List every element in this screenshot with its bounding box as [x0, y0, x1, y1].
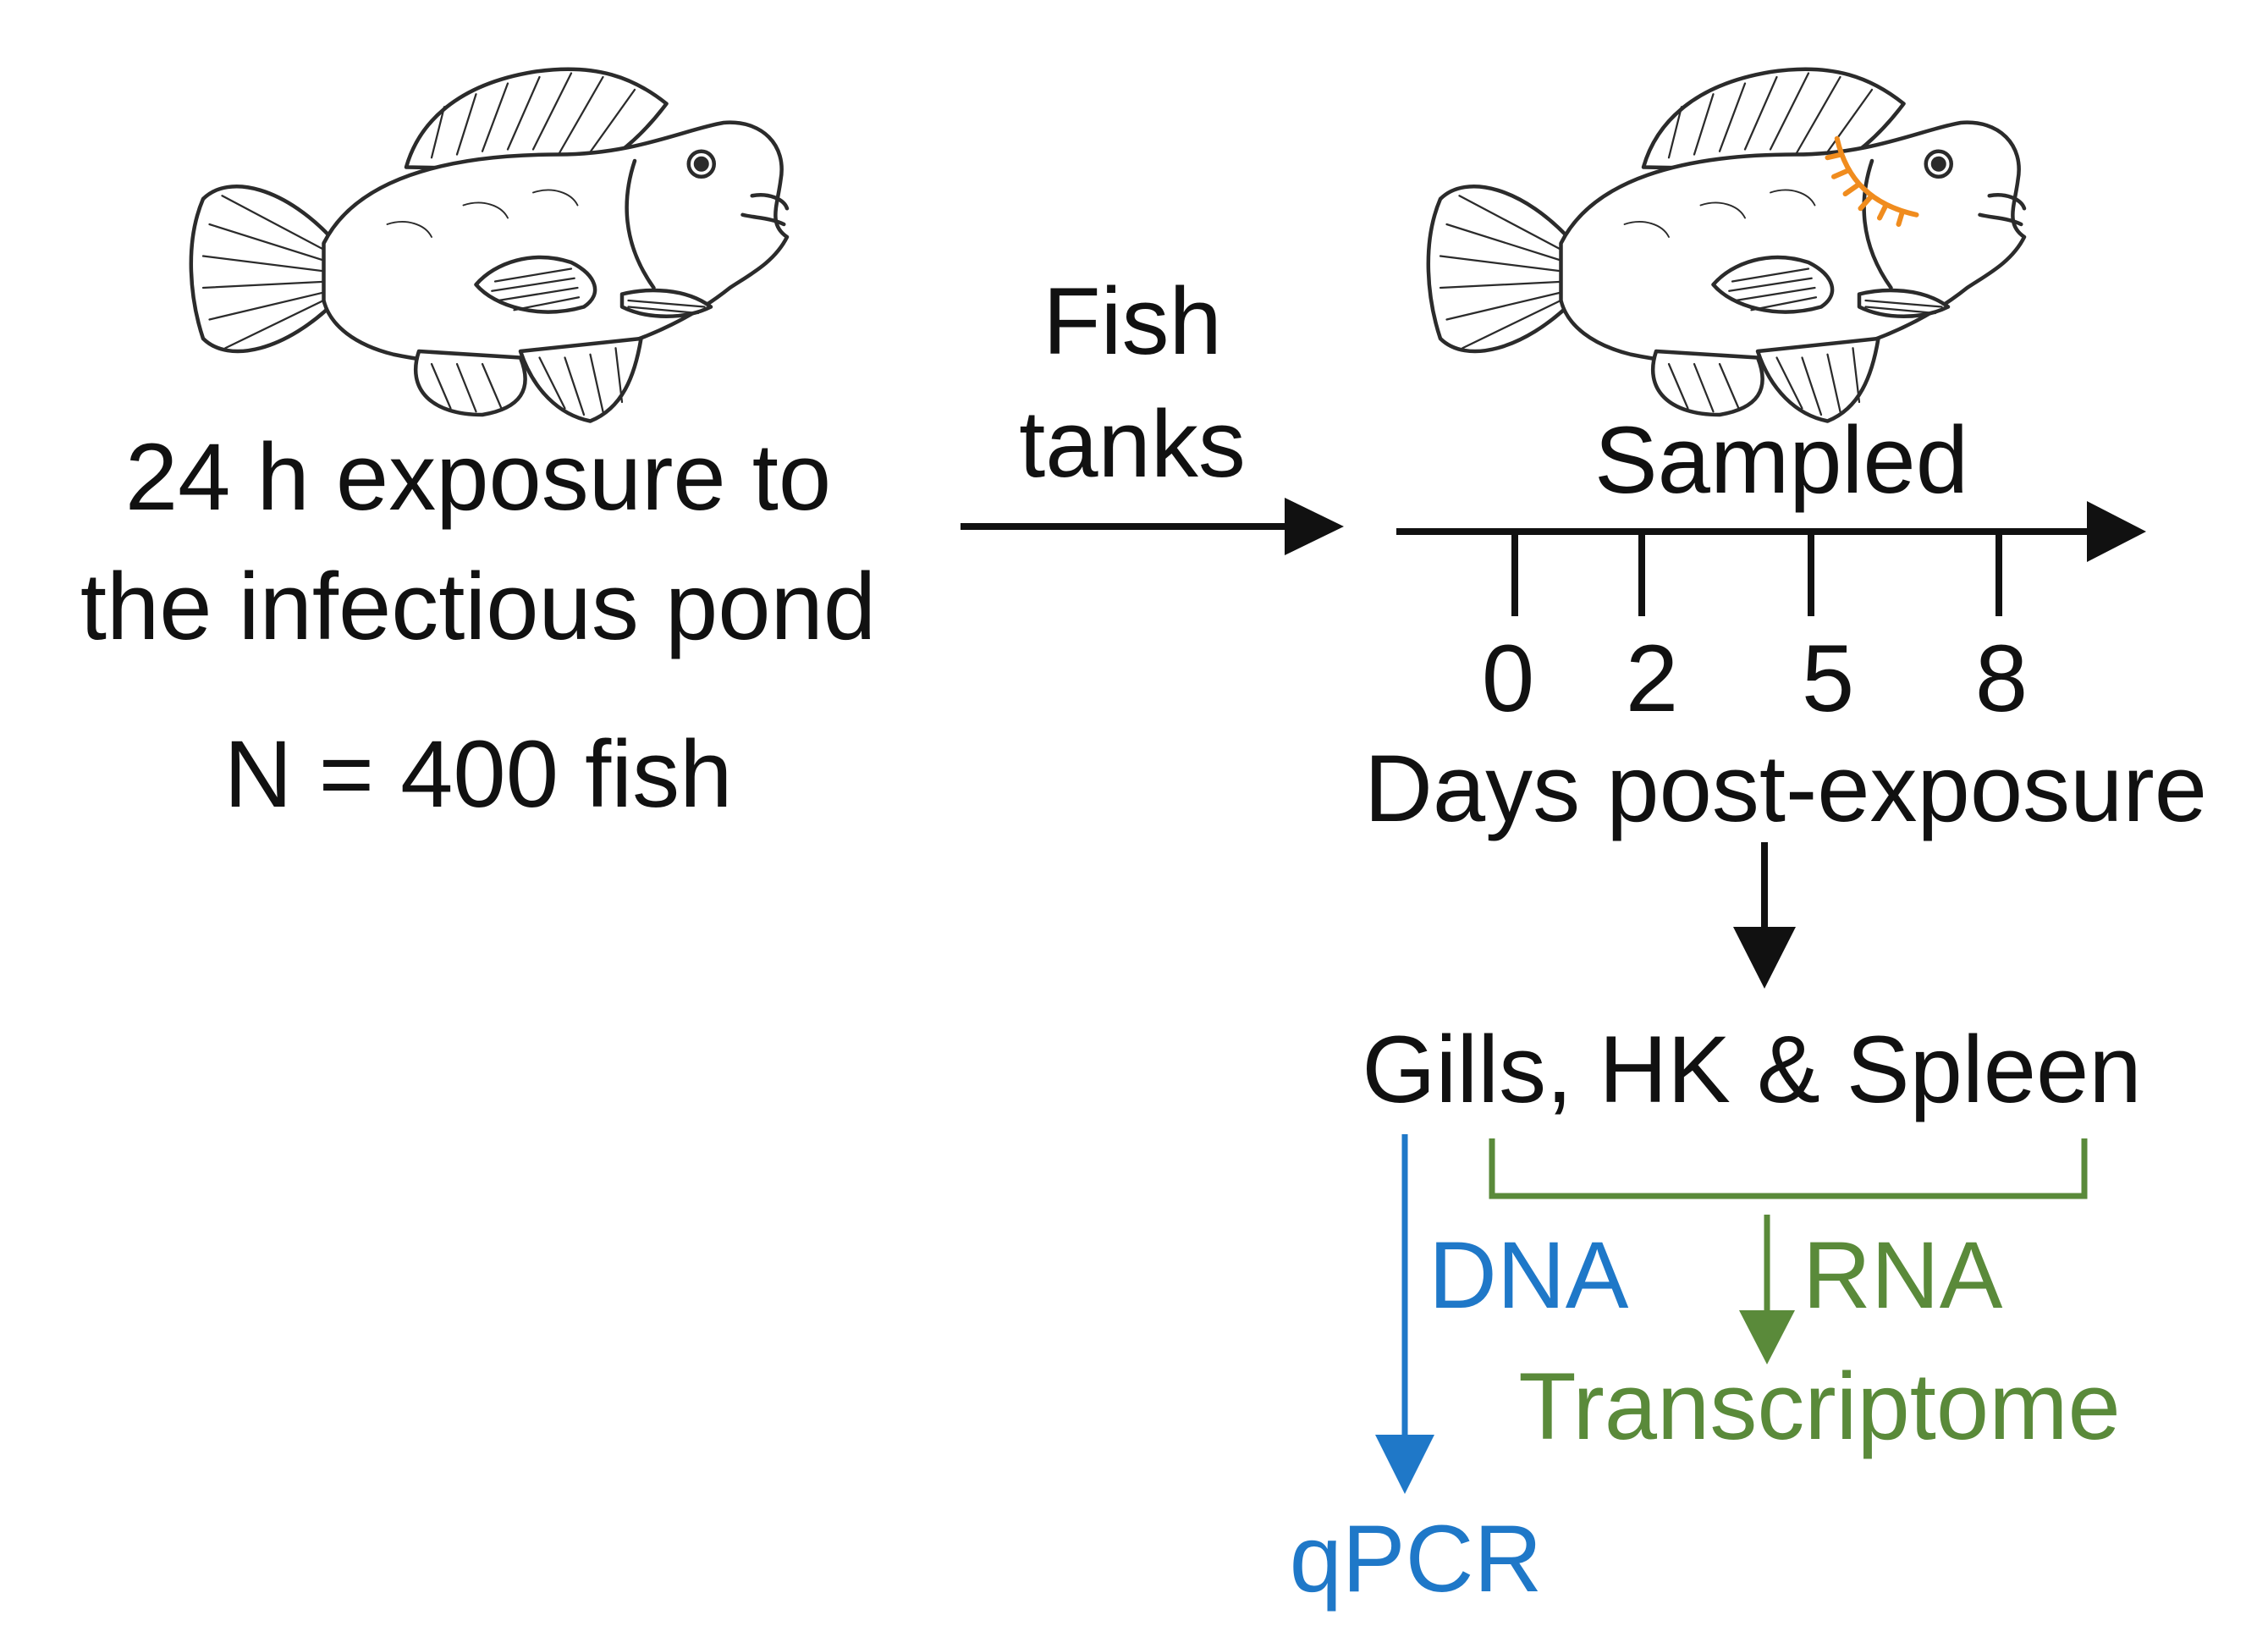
- timeline-axis-label: Days post-exposure: [1364, 736, 2207, 841]
- tick-label-5: 5: [1802, 626, 1854, 731]
- fish-icon: [191, 69, 787, 422]
- tick-label-0: 0: [1482, 626, 1534, 731]
- fish-count: N = 400 fish: [224, 721, 733, 827]
- qpcr-label: qPCR: [1290, 1506, 1543, 1612]
- transfer-arrow: [961, 498, 1344, 555]
- tick-label-8: 8: [1975, 626, 2028, 731]
- sampling-arrow: [1733, 842, 1796, 989]
- dna-label: DNA: [1429, 1222, 1629, 1328]
- timeline-ticks: [1511, 532, 2002, 616]
- timeline-title: Sampled: [1594, 407, 1968, 513]
- exposure-line-2: the infectious pond: [80, 554, 876, 659]
- tissues-label: Gills, HK & Spleen: [1362, 1017, 2141, 1122]
- lesion-mark: [1825, 135, 1919, 227]
- exposure-line-1: 24 h exposure to: [125, 424, 831, 530]
- transfer-line-1: Fish: [1043, 268, 1222, 374]
- dna-arrow: [1375, 1134, 1434, 1494]
- rna-label: RNA: [1803, 1222, 2003, 1328]
- rna-bracket: [1489, 1138, 2088, 1199]
- tick-label-2: 2: [1626, 626, 1678, 731]
- transfer-line-2: tanks: [1019, 391, 1246, 497]
- transcriptome-label: Transcriptome: [1518, 1353, 2121, 1459]
- infected-fish-icon: [1429, 69, 2024, 422]
- rna-arrow: [1739, 1215, 1795, 1364]
